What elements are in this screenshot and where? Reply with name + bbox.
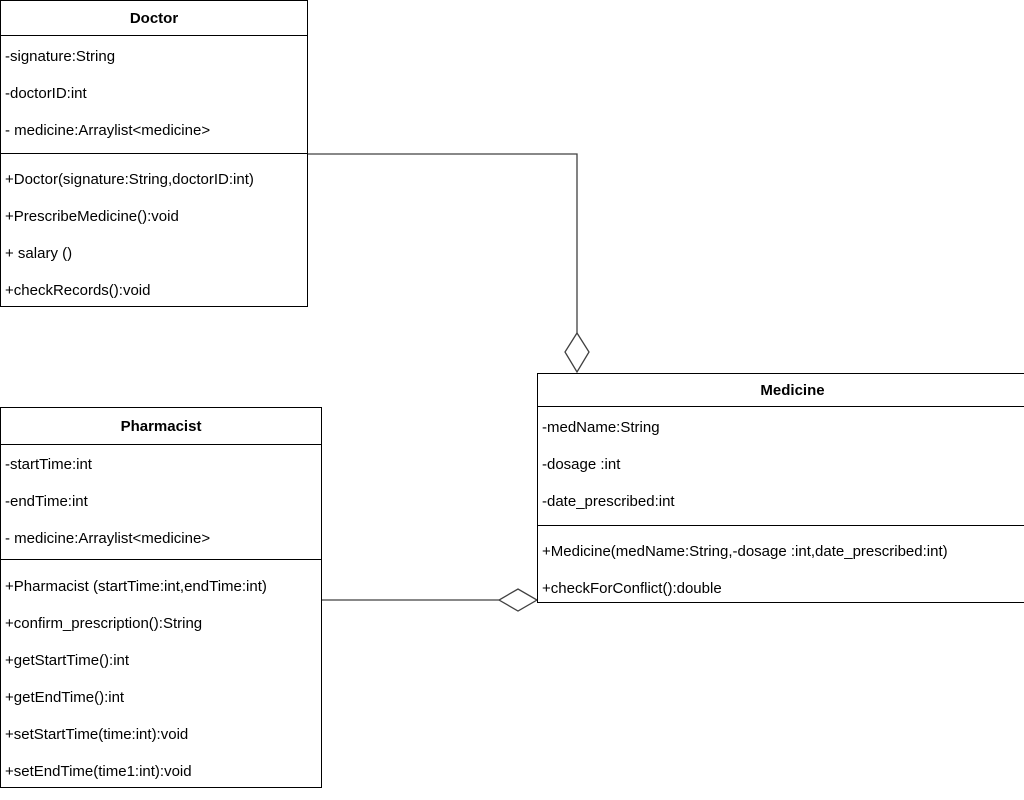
class-method: +Doctor(signature:String,doctorID:int) xyxy=(5,171,254,188)
class-attribute: -signature:String xyxy=(5,48,116,65)
class-method: +setEndTime(time1:int):void xyxy=(5,763,192,780)
class-box-pharmacist[interactable]: Pharmacist -startTime:int -endTime:int -… xyxy=(0,407,322,788)
class-method: +confirm_prescription():String xyxy=(5,615,203,632)
class-method: +setStartTime(time:int):void xyxy=(5,726,189,743)
class-method: + salary () xyxy=(5,245,73,262)
aggregation-diamond-icon[interactable] xyxy=(564,331,590,374)
connector-doctor-medicine[interactable] xyxy=(308,153,578,333)
class-method: +Pharmacist (startTime:int,endTime:int) xyxy=(5,578,267,595)
class-attribute: -medName:String xyxy=(542,419,660,436)
class-attribute: - medicine:Arraylist<medicine> xyxy=(5,530,211,547)
class-title: Doctor xyxy=(1,1,307,36)
class-attribute: -dosage :int xyxy=(542,456,621,473)
class-attribute: -endTime:int xyxy=(5,493,88,510)
class-method: +checkForConflict():double xyxy=(542,580,722,597)
class-attribute: -startTime:int xyxy=(5,456,92,473)
class-title: Medicine xyxy=(538,374,1024,407)
class-method: +Medicine(medName:String,-dosage :int,da… xyxy=(542,543,948,560)
class-attribute: -doctorID:int xyxy=(5,85,87,102)
class-attribute: -date_prescribed:int xyxy=(542,493,675,510)
class-attribute: - medicine:Arraylist<medicine> xyxy=(5,122,211,139)
class-method: +getStartTime():int xyxy=(5,652,130,669)
class-method: +PrescribeMedicine():void xyxy=(5,208,179,225)
class-box-doctor[interactable]: Doctor -signature:String -doctorID:int -… xyxy=(0,0,308,307)
class-title: Pharmacist xyxy=(1,408,321,445)
class-box-medicine[interactable]: Medicine -medName:String -dosage :int -d… xyxy=(537,373,1024,603)
class-method: +getEndTime():int xyxy=(5,689,125,706)
aggregation-diamond-icon[interactable] xyxy=(497,588,539,612)
class-method: +checkRecords():void xyxy=(5,282,151,299)
